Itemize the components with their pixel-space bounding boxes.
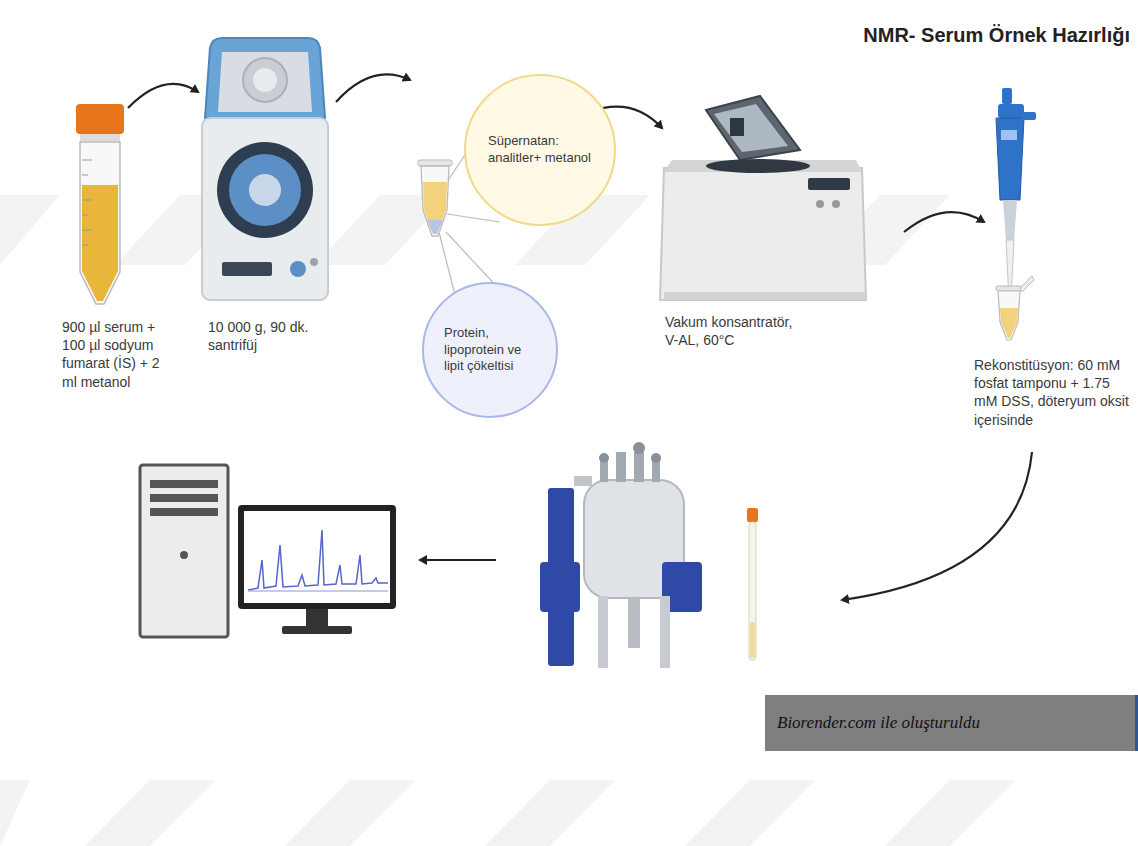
callout-circle: Protein, lipoprotein ve lipit çökeltisi xyxy=(422,282,558,418)
caption-text: Biorender.com ile oluşturuldu xyxy=(777,713,980,733)
computer xyxy=(140,465,396,637)
vacuum-concentrator xyxy=(660,96,866,300)
step-arrow xyxy=(904,212,984,232)
callout-circle: Süpernatan: analitler+ metanol xyxy=(464,74,616,226)
step-arrow xyxy=(128,84,198,108)
callout-text: Süpernatan: analitler+ metanol xyxy=(488,133,592,167)
node-text-group: Süpernatan: analitler+ metanol xyxy=(488,133,592,167)
caption-box: Biorender.com ile oluşturuldu xyxy=(765,695,1138,751)
step-arrow xyxy=(336,74,410,102)
nmr-tube xyxy=(747,508,758,660)
step-label: 10 000 g, 90 dk. santrifüj xyxy=(208,318,348,354)
node-text-group: Protein, lipoprotein ve lipit çökeltisi xyxy=(444,325,536,376)
step-label: 900 µl serum + 100 µl sodyum fumarat (İS… xyxy=(62,318,174,391)
nmr-spectrometer xyxy=(540,442,702,668)
centrifuge xyxy=(202,38,328,300)
step-arrow xyxy=(842,452,1032,600)
step-label: Vakum konsantratör, V-AL, 60°C xyxy=(665,313,805,349)
callout-text: Protein, lipoprotein ve lipit çökeltisi xyxy=(444,325,536,376)
step-label: Rekonstitüsyon: 60 mM fosfat tamponu + 1… xyxy=(974,356,1132,429)
step-arrow xyxy=(420,559,496,561)
diagram-title: NMR- Serum Örnek Hazırlığı xyxy=(863,22,1130,48)
pipette xyxy=(996,88,1036,340)
falcon-tube xyxy=(76,104,124,304)
